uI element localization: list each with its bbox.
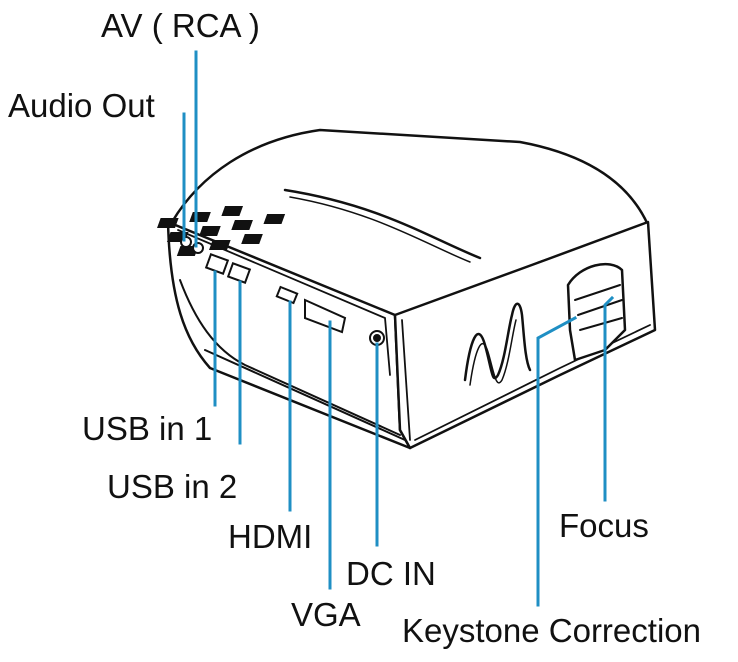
leader-lines [182,50,615,607]
side-wave-decoration-inner [469,319,517,386]
front-bottom-lip [204,349,406,441]
lens-ring-3 [579,317,623,331]
front-bezel [177,229,391,376]
front-lower-lip [179,279,401,436]
hdmi-port [275,285,299,305]
label-dc-in: DC IN [346,555,436,592]
front-ports [180,236,385,346]
dc-in-jack-inner [373,334,381,342]
label-vga: VGA [291,596,361,633]
top-groove-inner [289,196,471,263]
label-audio-out: Audio Out [8,87,155,124]
label-usb-in-2: USB in 2 [107,468,238,505]
top-groove [283,188,482,260]
label-usb-in-1: USB in 1 [82,410,213,447]
label-keystone: Keystone Correction [402,612,701,649]
vga-port [304,298,347,334]
usb-port-2 [226,262,252,284]
side-wave-decoration [463,302,532,382]
side-bottom-edge [414,324,651,441]
label-av-rca: AV ( RCA ) [101,7,260,44]
label-hdmi: HDMI [228,518,313,555]
lens-ring [574,284,621,301]
label-focus: Focus [559,507,649,544]
side-face-inner [401,319,411,441]
leader-focus [603,295,615,502]
lens-ring-2 [577,299,623,316]
leader-keystone [536,315,578,607]
